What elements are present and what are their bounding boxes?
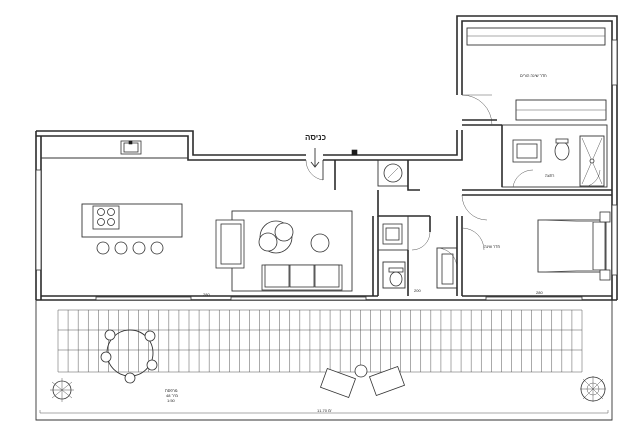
terrace bbox=[35, 300, 613, 421]
living-dimension-label: 280 bbox=[203, 292, 210, 297]
terrace-label-line3: 1:50 bbox=[167, 398, 175, 403]
wardrobe-top bbox=[466, 27, 606, 46]
entrance-label: כניסה bbox=[305, 133, 327, 142]
bottom-dimension-label: 11.70 מ' bbox=[316, 408, 333, 413]
plant-left bbox=[50, 378, 74, 402]
right-dimension-label: 280 bbox=[536, 290, 543, 295]
bath-label: רחצה bbox=[545, 173, 555, 178]
living-area bbox=[215, 210, 353, 292]
master-bedroom-label: חדר שינה הורים bbox=[520, 73, 547, 78]
kitchen-island bbox=[81, 203, 183, 255]
small-dimension-label: 200 bbox=[414, 288, 421, 293]
exterior-walls bbox=[35, 15, 618, 301]
bedroom-label: חדר שינה bbox=[484, 244, 501, 249]
wardrobe-middle bbox=[515, 99, 607, 121]
terrace-pavers bbox=[57, 309, 583, 373]
plant-right bbox=[580, 376, 606, 402]
interior-walls bbox=[372, 94, 612, 296]
entrance bbox=[305, 148, 358, 190]
kitchen-counter bbox=[41, 140, 188, 159]
terrace-label-line2: 48 מ"ר bbox=[166, 393, 178, 398]
terrace-label-line1: מרפסת bbox=[165, 388, 178, 393]
bed bbox=[537, 211, 611, 281]
